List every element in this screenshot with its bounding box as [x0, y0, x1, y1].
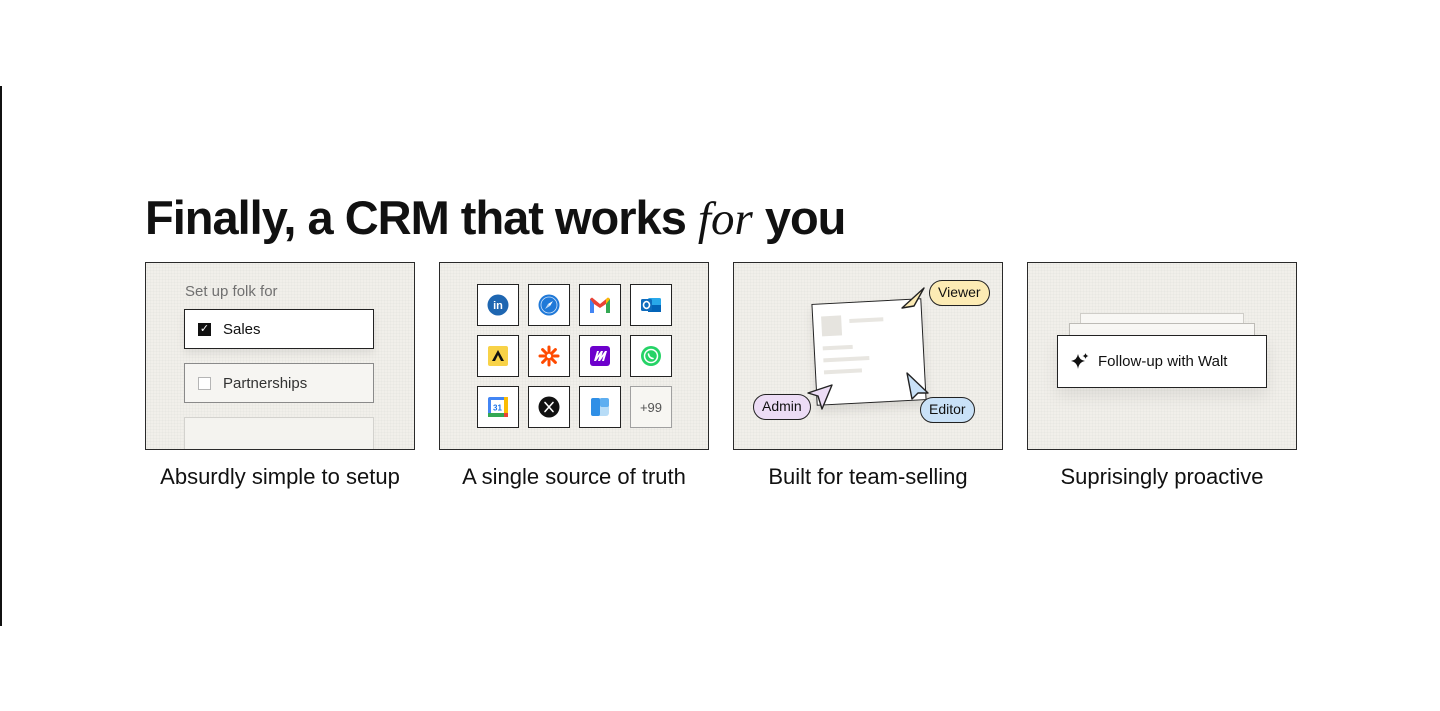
integrations-card: in 31 +99: [439, 262, 709, 450]
caption-setup: Absurdly simple to setup: [160, 464, 400, 489]
caption-team: Built for team-selling: [768, 464, 968, 489]
integration-grid: in 31 +99: [477, 284, 672, 428]
make-icon[interactable]: [579, 335, 621, 377]
apollo-icon[interactable]: [477, 335, 519, 377]
document-line: [823, 355, 870, 363]
document-line: [822, 344, 853, 351]
document-line: [849, 317, 884, 323]
gmail-icon[interactable]: [579, 284, 621, 326]
headline-emphasis: for: [697, 193, 753, 245]
follow-up-label: Follow-up with Walt: [1098, 353, 1228, 370]
safari-icon[interactable]: [528, 284, 570, 326]
option-partnerships[interactable]: Partnerships: [184, 363, 374, 403]
option-label: Sales: [223, 320, 261, 338]
role-viewer-badge: Viewer: [929, 280, 990, 306]
headline-text: Finally, a CRM that works: [145, 191, 698, 244]
svg-text:in: in: [493, 300, 503, 312]
option-sales[interactable]: ✓ Sales: [184, 309, 374, 349]
option-label: Partnerships: [223, 374, 308, 392]
document-thumbnail: [821, 315, 843, 337]
admin-cursor-icon: [807, 384, 833, 410]
zapier-icon[interactable]: [528, 335, 570, 377]
outlook-icon[interactable]: [630, 284, 672, 326]
viewer-cursor-icon: [901, 287, 925, 309]
checkbox-unchecked-icon[interactable]: [198, 376, 211, 390]
linkedin-icon[interactable]: in: [477, 284, 519, 326]
follow-up-suggestion[interactable]: Follow-up with Walt: [1057, 335, 1267, 388]
team-card: Viewer Admin Editor: [733, 262, 1003, 450]
caption-proactive: Suprisingly proactive: [1060, 464, 1264, 489]
role-editor-badge: Editor: [920, 397, 975, 423]
setup-card: Set up folk for ✓ Sales Partnerships: [145, 262, 415, 450]
headline-text-end: you: [752, 191, 847, 244]
more-integrations[interactable]: +99: [630, 386, 672, 428]
caption-integrations: A single source of truth: [462, 464, 686, 489]
left-edge-rule: [0, 86, 2, 626]
x-icon[interactable]: [528, 386, 570, 428]
editor-cursor-icon: [906, 372, 929, 400]
page-headline: Finally, a CRM that works for you: [145, 190, 847, 246]
calendar-day-text: 31: [493, 404, 502, 413]
sparkle-icon: [1071, 352, 1089, 369]
setup-label: Set up folk for: [185, 283, 278, 300]
proactive-card: Follow-up with Walt: [1027, 262, 1297, 450]
app-icon[interactable]: [579, 386, 621, 428]
role-admin-badge: Admin: [753, 394, 811, 420]
whatsapp-icon[interactable]: [630, 335, 672, 377]
checkbox-checked-icon[interactable]: ✓: [198, 322, 211, 336]
document-line: [823, 368, 863, 375]
google-calendar-icon[interactable]: 31: [477, 386, 519, 428]
option-faded: [184, 417, 374, 449]
